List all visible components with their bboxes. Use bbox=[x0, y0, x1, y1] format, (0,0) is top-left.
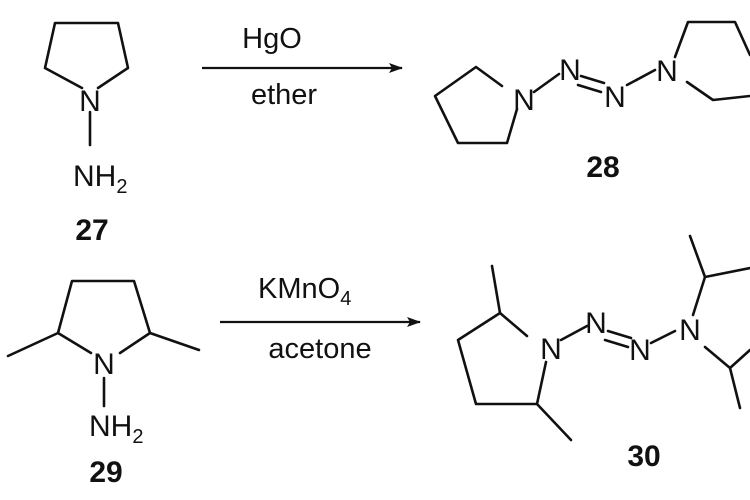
reagent-hgo: HgO bbox=[242, 23, 302, 55]
solvent-acetone: acetone bbox=[268, 333, 371, 365]
pyrrolidine-ring-bonds bbox=[43, 21, 130, 90]
amino-group: NH2 bbox=[73, 160, 127, 198]
methyl-bond-top bbox=[490, 264, 502, 315]
right-dimethylpyrrolidine-ring-bonds bbox=[688, 234, 750, 410]
methyl-bond-left bbox=[6, 331, 60, 358]
dimethylpyrrolidine-ring-bonds bbox=[56, 279, 152, 355]
left-dimethylpyrrolidine-ring-bonds bbox=[456, 311, 548, 406]
reagent-kmno4: KMnO4 bbox=[258, 273, 351, 310]
compound-label-29: 29 bbox=[89, 456, 122, 489]
tetrazene-n2: N bbox=[559, 54, 581, 87]
methyl-bond-bottom bbox=[535, 402, 573, 442]
compound-30-structure: N N N N bbox=[456, 234, 750, 442]
tetrazene-n4: N bbox=[656, 55, 678, 88]
n3-n4-bond bbox=[625, 68, 657, 87]
compound-29-structure: N NH2 bbox=[6, 279, 201, 448]
tetrazene-n3: N bbox=[604, 81, 626, 114]
ring-nitrogen: N bbox=[93, 348, 115, 381]
tetrazene-n2: N bbox=[585, 307, 607, 340]
compound-28-structure: N N N N bbox=[433, 20, 750, 145]
tetrazene-n1: N bbox=[540, 333, 562, 366]
tetrazene-n1: N bbox=[513, 84, 535, 117]
tetrazene-n3: N bbox=[629, 334, 651, 367]
n2-n3-double-bond-a bbox=[606, 329, 633, 340]
amino-group: NH2 bbox=[89, 410, 143, 448]
n2-n3-double-bond-b bbox=[603, 338, 630, 349]
n3-n4-bond bbox=[649, 329, 677, 345]
solvent-ether: ether bbox=[251, 79, 317, 111]
right-pyrrolidine-ring-bonds bbox=[673, 20, 750, 102]
n2-n3-double-bond-b bbox=[576, 83, 603, 94]
n2-n3-double-bond-a bbox=[579, 74, 606, 85]
n1-n2-bond bbox=[559, 324, 589, 342]
compound-label-28: 28 bbox=[586, 151, 619, 184]
left-pyrrolidine-ring-bonds bbox=[433, 65, 519, 145]
compound-label-30: 30 bbox=[627, 440, 660, 473]
tetrazene-n4: N bbox=[679, 314, 701, 347]
methyl-bond-right bbox=[148, 331, 201, 352]
ring-nitrogen: N bbox=[79, 85, 101, 118]
n1-n2-bond bbox=[532, 72, 561, 94]
compound-label-27: 27 bbox=[75, 214, 108, 247]
compound-27-structure: N NH2 bbox=[43, 21, 130, 198]
